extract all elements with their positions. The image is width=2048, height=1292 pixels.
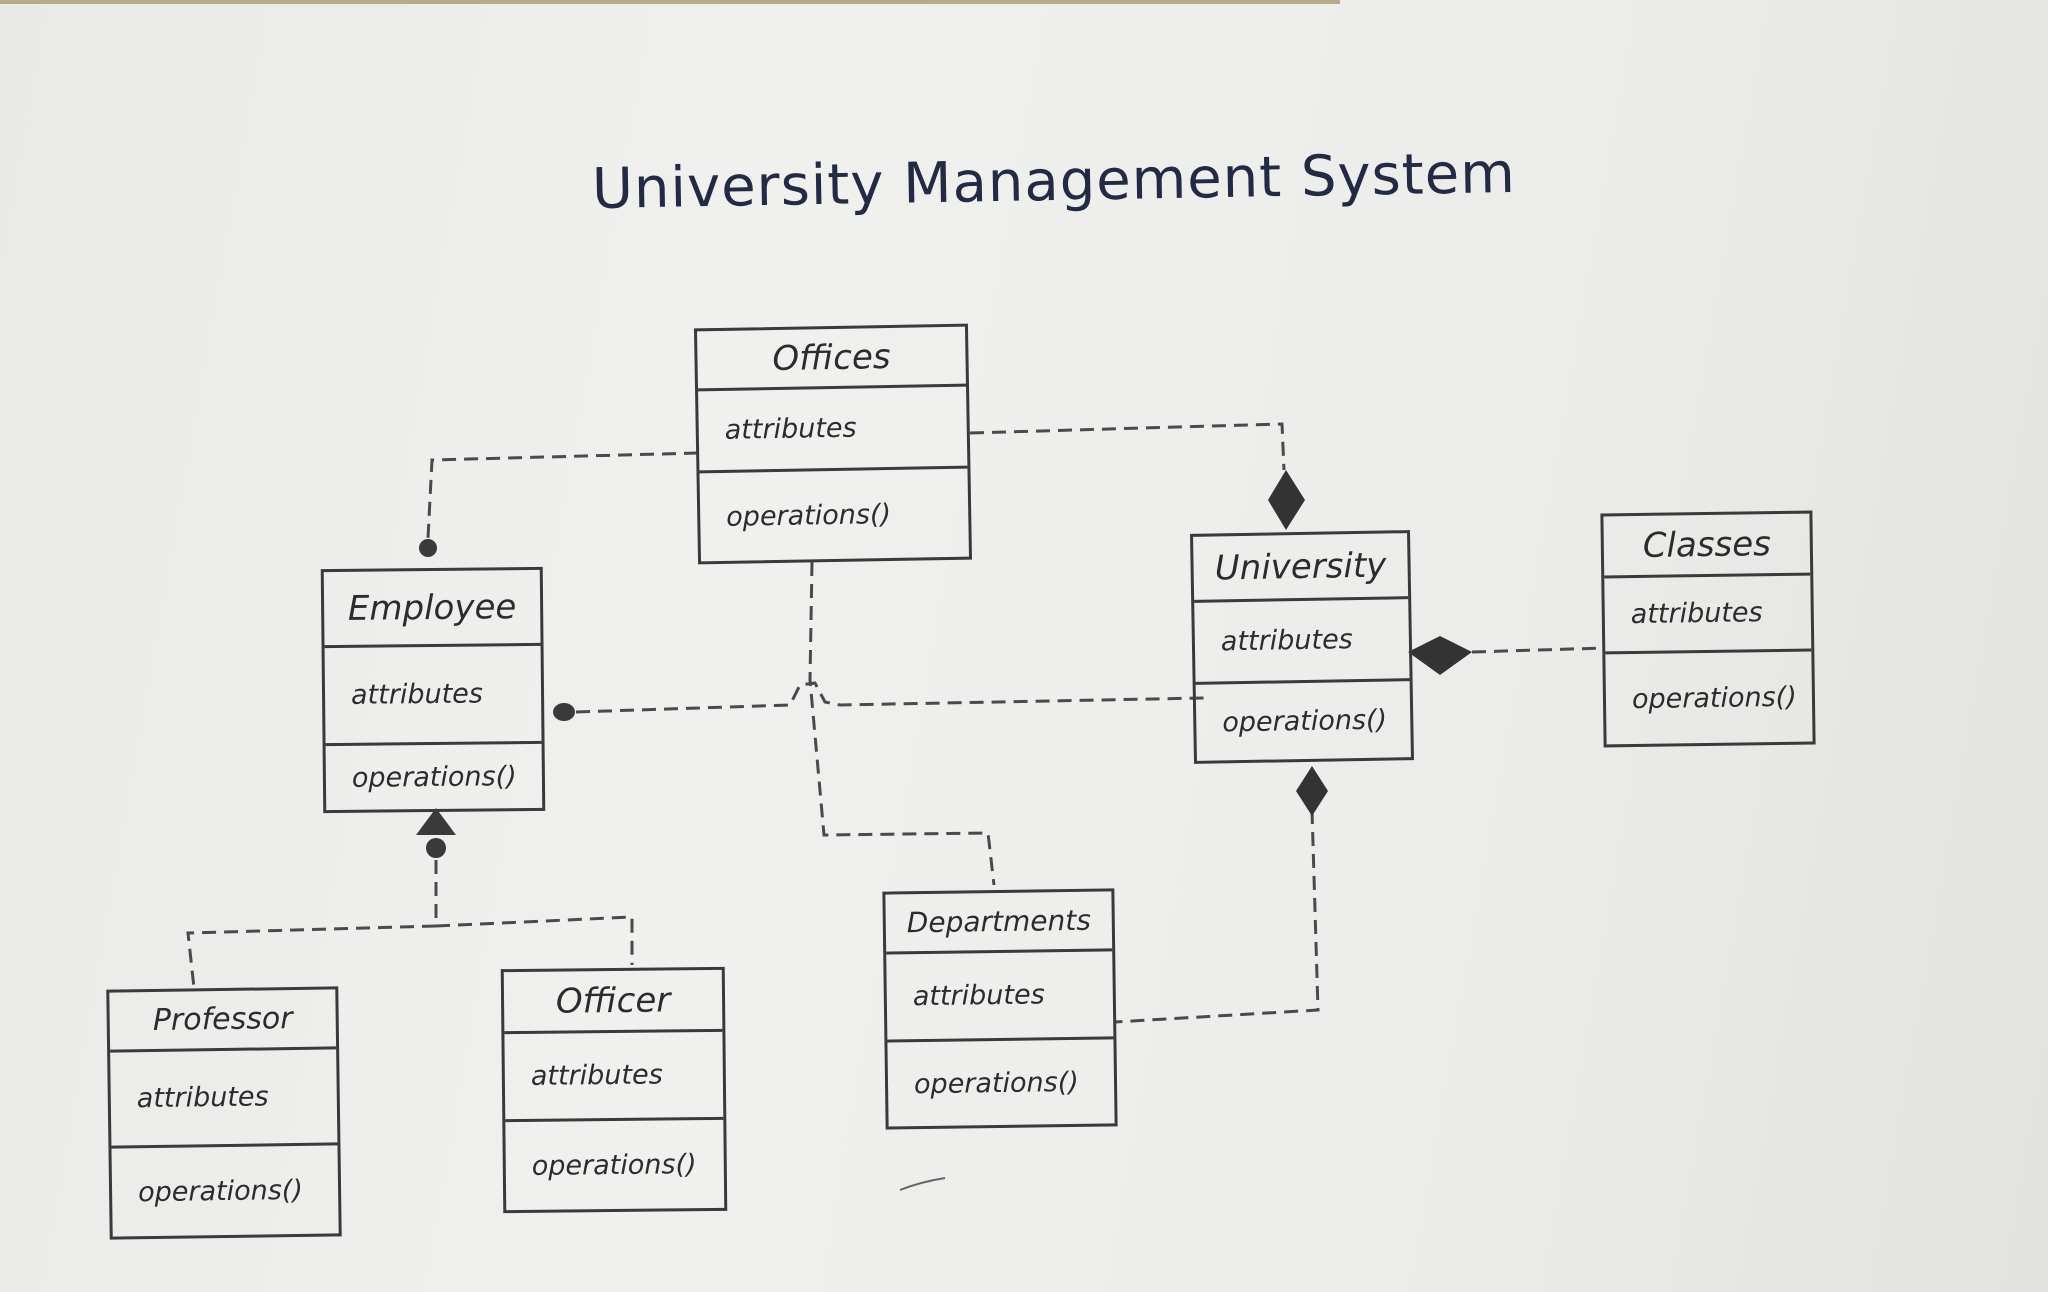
class-professor[interactable]: Professor attributes operations()	[106, 986, 342, 1240]
composition-diamond-right	[1408, 636, 1472, 675]
link-offices-departments	[808, 561, 996, 886]
class-classes[interactable]: Classes attributes operations()	[1600, 510, 1816, 748]
link-tree-officer	[435, 915, 634, 965]
class-operations: operations()	[531, 1148, 697, 1182]
employee-right-dot	[553, 703, 575, 721]
class-attributes: attributes	[886, 951, 1114, 1043]
class-name: Officer	[503, 969, 723, 1035]
inheritance-dot	[426, 838, 446, 858]
class-university[interactable]: University attributes operations()	[1190, 530, 1414, 764]
class-attributes: attributes	[110, 1049, 338, 1149]
class-departments[interactable]: Departments attributes operations()	[882, 888, 1118, 1130]
class-officer[interactable]: Officer attributes operations()	[500, 966, 728, 1214]
class-offices[interactable]: Offices attributes operations()	[693, 323, 973, 565]
employee-top-dot	[419, 539, 437, 557]
class-operations: operations()	[1631, 681, 1797, 715]
class-name: Departments	[885, 891, 1113, 955]
paper-edge	[0, 0, 1340, 4]
inheritance-arrowhead	[416, 808, 456, 835]
link-offices-university	[969, 422, 1286, 471]
class-name: Offices	[697, 326, 967, 392]
class-name: University	[1193, 533, 1409, 603]
class-operations: operations()	[351, 760, 517, 794]
class-operations: operations()	[137, 1174, 304, 1208]
link-employee-subclasses	[186, 860, 438, 989]
class-name: Employee	[323, 569, 541, 649]
class-attributes: attributes	[1194, 599, 1410, 685]
class-attributes: attributes	[1604, 575, 1812, 655]
class-operations: operations()	[913, 1066, 1080, 1100]
class-operations: operations()	[1222, 704, 1388, 738]
link-employee-university	[575, 681, 1205, 714]
class-operations: operations()	[725, 498, 892, 533]
link-university-classes	[1471, 646, 1606, 654]
stray-mark	[899, 1177, 946, 1191]
class-attributes: attributes	[698, 386, 968, 474]
composition-diamond-bottom	[1296, 766, 1328, 816]
class-attributes: attributes	[504, 1031, 724, 1123]
class-name: Professor	[109, 989, 337, 1053]
link-university-departments	[1114, 809, 1320, 1024]
link-offices-employee	[426, 451, 699, 539]
class-name: Classes	[1603, 513, 1811, 579]
composition-diamond-top	[1268, 470, 1305, 530]
class-employee[interactable]: Employee attributes operations()	[320, 566, 546, 814]
class-attributes: attributes	[324, 645, 542, 747]
